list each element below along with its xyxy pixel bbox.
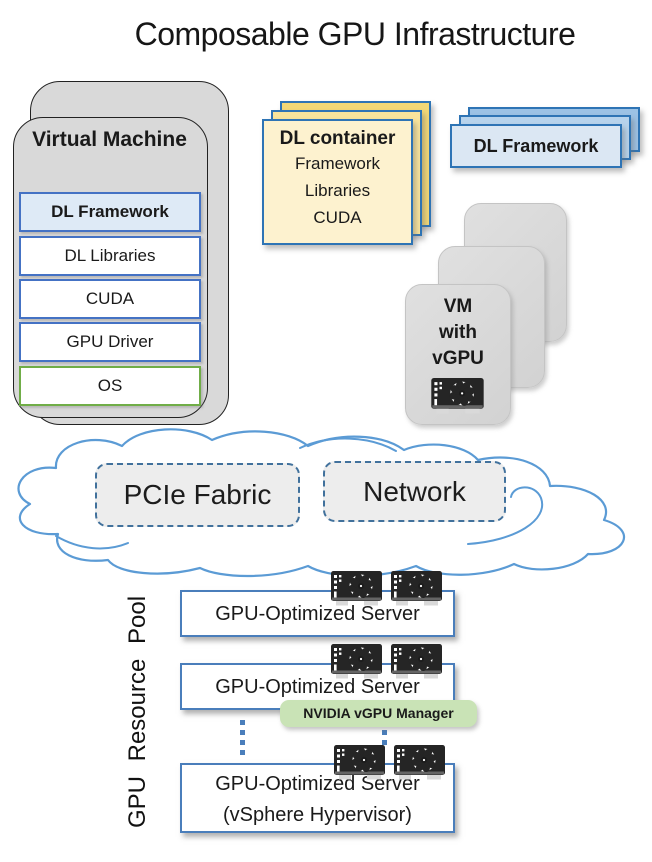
gpu-card-icon xyxy=(430,378,486,416)
network-label: Network xyxy=(363,476,466,507)
dotted-connector-left xyxy=(240,720,245,755)
gpu-card-icon xyxy=(333,745,387,782)
vm-layer-cuda: CUDA xyxy=(19,279,201,319)
vm-layer-dl-framework: DL Framework xyxy=(19,192,201,232)
gpu-card-icon xyxy=(393,745,447,782)
dl-framework-label: DL Framework xyxy=(473,136,599,156)
vm-vgpu-label-line: vGPU xyxy=(432,348,484,369)
server-label: GPU-Optimized Server xyxy=(215,603,420,625)
dl-container-line-cuda: CUDA xyxy=(313,208,362,227)
pcie-fabric-box: PCIe Fabric xyxy=(95,463,300,527)
vm-layer-gpu-driver: GPU Driver xyxy=(19,322,201,362)
gpu-card-icon xyxy=(330,644,384,681)
dl-framework-card-front: DL Framework xyxy=(450,124,622,168)
gpu-card-icon xyxy=(330,571,384,608)
vm-layer-os: OS xyxy=(19,366,201,406)
gpu-resource-pool-label: GPU Resource Pool xyxy=(124,595,151,829)
connector-dot xyxy=(382,740,387,745)
connector-dot xyxy=(240,720,245,725)
dl-container-line-libraries: Libraries xyxy=(304,181,371,200)
connector-dot xyxy=(240,740,245,745)
vm-vgpu-card-front: VM with vGPU xyxy=(405,284,511,425)
dotted-connector-right xyxy=(382,730,387,745)
dl-container-title: DL container xyxy=(279,128,396,149)
dl-container-card-front: DL container Framework Libraries CUDA xyxy=(262,119,413,245)
server-sublabel: (vSphere Hypervisor) xyxy=(223,804,412,826)
nvidia-vgpu-manager-badge: NVIDIA vGPU Manager xyxy=(280,700,477,727)
server-2-gpu-icons xyxy=(330,644,444,681)
dl-container-line-framework: Framework xyxy=(294,154,380,173)
server-1-gpu-icons xyxy=(330,571,444,608)
gpu-card-icon xyxy=(390,644,444,681)
server-3-gpu-icons xyxy=(333,745,447,782)
connector-dot xyxy=(382,730,387,735)
server-label: GPU-Optimized Server xyxy=(215,676,420,698)
network-box: Network xyxy=(323,461,506,522)
page-title: Composable GPU Infrastructure xyxy=(134,16,576,52)
vm-layer-dl-libraries: DL Libraries xyxy=(19,236,201,276)
vm-vgpu-label-line: with xyxy=(439,322,477,343)
pcie-fabric-label: PCIe Fabric xyxy=(123,479,272,510)
connector-dot xyxy=(240,730,245,735)
gpu-card-icon xyxy=(390,571,444,608)
connector-dot xyxy=(240,750,245,755)
vm-vgpu-label-line: VM xyxy=(443,296,473,317)
vm-title: Virtual Machine xyxy=(32,128,187,151)
